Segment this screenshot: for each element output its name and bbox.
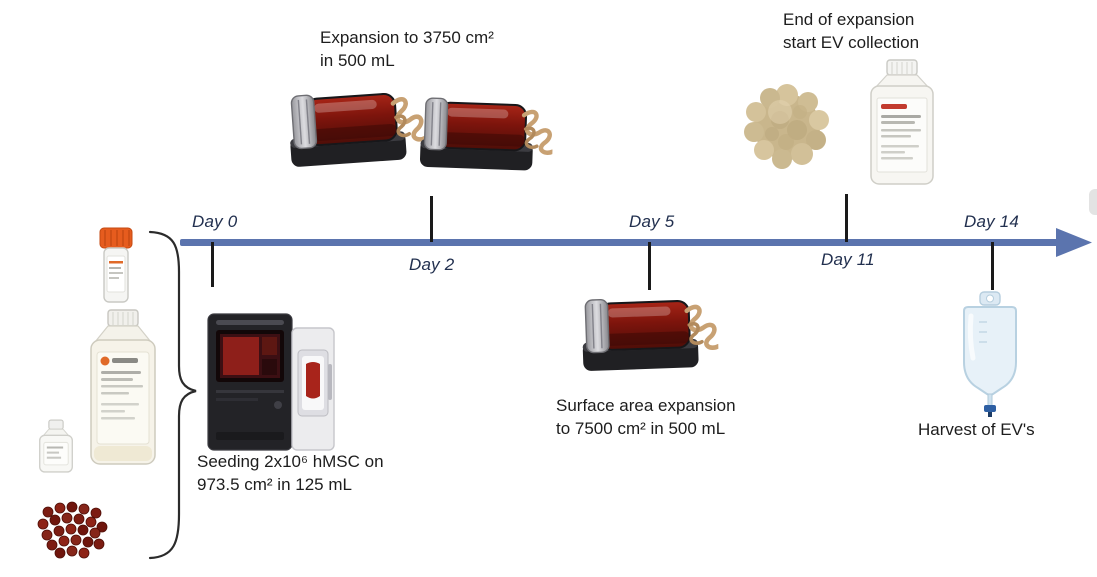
grouping-bracket bbox=[148, 230, 197, 560]
tick-day-2 bbox=[430, 196, 433, 242]
tick-day-5 bbox=[648, 242, 651, 290]
annotation-seeding-line1: Seeding 2x10⁶ hMSC on bbox=[197, 452, 384, 471]
annotation-seeding: Seeding 2x10⁶ hMSC on 973.5 cm² in 125 m… bbox=[197, 450, 384, 496]
annotation-surface-expansion-line1: Surface area expansion bbox=[556, 396, 736, 415]
annotation-end-expansion: End of expansion start EV collection bbox=[783, 8, 919, 54]
bioreactor-icon bbox=[414, 90, 555, 179]
annotation-expansion-line1: Expansion to 3750 cm² bbox=[320, 28, 494, 47]
cell-expansion-system-icon bbox=[207, 313, 335, 451]
cropped-object-right-edge bbox=[1089, 189, 1097, 215]
cryovial-icon bbox=[99, 227, 133, 303]
bioreactor-icon bbox=[575, 288, 720, 379]
annotation-expansion-line2: in 500 mL bbox=[320, 51, 395, 70]
media-bottle-icon bbox=[870, 59, 934, 185]
annotation-surface-expansion: Surface area expansion to 7500 cm² in 50… bbox=[556, 394, 736, 440]
ev-collection-bag-icon bbox=[955, 290, 1025, 420]
tick-day-11 bbox=[845, 194, 848, 242]
bioreactor-icon bbox=[280, 79, 428, 175]
annotation-harvest: Harvest of EV's bbox=[918, 418, 1035, 441]
annotation-end-expansion-line1: End of expansion bbox=[783, 10, 915, 29]
day-label-0: Day 0 bbox=[192, 212, 238, 231]
reagent-bottle-small-icon bbox=[39, 419, 73, 473]
day-label-2: Day 2 bbox=[409, 255, 455, 274]
annotation-harvest-line1: Harvest of EV's bbox=[918, 420, 1035, 439]
cell-spheroid-icon bbox=[744, 84, 829, 169]
timeline-arrow bbox=[180, 228, 1092, 257]
annotation-seeding-line2: 973.5 cm² in 125 mL bbox=[197, 475, 352, 494]
annotation-end-expansion-line2: start EV collection bbox=[783, 33, 920, 52]
cell-cluster-icon bbox=[37, 501, 108, 559]
annotation-expansion: Expansion to 3750 cm² in 500 mL bbox=[320, 26, 494, 72]
day-label-5: Day 5 bbox=[629, 212, 675, 231]
tick-day-0 bbox=[211, 242, 214, 287]
day-label-11: Day 11 bbox=[821, 250, 875, 269]
tick-day-14 bbox=[991, 242, 994, 290]
annotation-surface-expansion-line2: to 7500 cm² in 500 mL bbox=[556, 419, 726, 438]
day-label-14: Day 14 bbox=[964, 212, 1020, 231]
